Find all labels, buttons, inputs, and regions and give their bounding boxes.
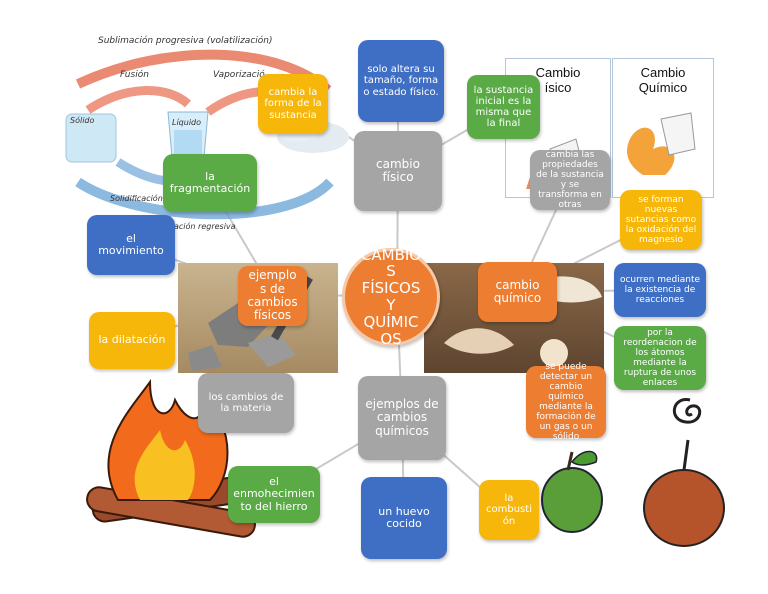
chemical-change-hub[interactable]: cambio químico <box>478 262 557 322</box>
chemical-card-title: Cambio Químico <box>638 65 688 95</box>
example-dilation[interactable]: la dilatación <box>89 312 175 369</box>
physical-definition-size-form-state[interactable]: solo altera su tamaño, forma o estado fí… <box>358 40 444 122</box>
burning-paper-graphic <box>627 112 696 175</box>
chemical-definition-transforms[interactable]: cambia las propiedades de la sustancia y… <box>530 150 610 210</box>
solid-label: Sólido <box>70 116 95 125</box>
example-matter-state-changes[interactable]: los cambios de la materia <box>198 373 294 433</box>
example-fragmentation[interactable]: la fragmentación <box>163 154 257 212</box>
chemical-change-card: Cambio Químico <box>612 58 714 198</box>
chemical-definition-new-substances[interactable]: se forman nuevas sutancias como la oxida… <box>620 190 702 250</box>
physical-examples-hub[interactable]: ejemplo s de cambios físicos <box>238 266 307 326</box>
chemical-definition-gas-solid-formation[interactable]: se puede detectar un cambio químico medi… <box>526 362 606 442</box>
physical-card-title: Cambio ísico <box>535 65 581 95</box>
example-boiled-egg[interactable]: un huevo cocido <box>361 477 447 559</box>
liquid-label: Líquido <box>172 118 202 127</box>
chemical-definition-atom-reordering[interactable]: por la reordenacion de los átomos median… <box>614 326 706 390</box>
example-iron-rusting[interactable]: el enmohecimien to del hierro <box>228 466 320 523</box>
chemical-definition-same-substance[interactable]: la sustancia inicial es la misma que la … <box>467 75 540 139</box>
central-topic[interactable]: CAMBIO S FÍSICOS Y QUÍMIC OS <box>342 246 440 347</box>
physical-change-hub[interactable]: cambio físico <box>354 131 442 211</box>
solidification-label: Solidificación <box>110 194 163 203</box>
sublimation-label: Sublimación progresiva (volatilización) <box>98 36 273 46</box>
chemical-examples-hub[interactable]: ejemplos de cambios químicos <box>358 376 446 460</box>
chemical-definition-reactions[interactable]: ocurren mediante la existencia de reacci… <box>614 263 706 317</box>
example-movement[interactable]: el movimiento <box>87 215 175 275</box>
regressive-label: ación regresiva <box>174 222 236 231</box>
fusion-label: Fusión <box>120 70 149 80</box>
vaporization-label: Vaporizació <box>213 70 265 80</box>
example-combustion[interactable]: la combusti ón <box>479 480 539 540</box>
physical-definition-changes-form[interactable]: cambia la forma de la sustancia <box>258 74 328 134</box>
